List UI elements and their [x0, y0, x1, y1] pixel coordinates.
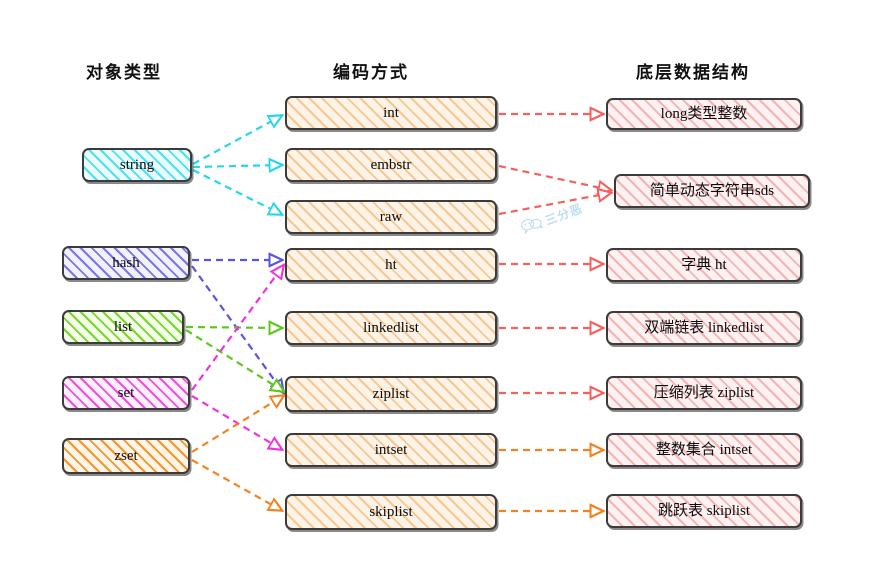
object-type-node-label: set [117, 384, 135, 401]
structure-node-dict-ht[interactable]: 字典 ht [606, 248, 802, 282]
object-type-node-label: string [119, 156, 155, 173]
edge-string-raw [192, 169, 281, 214]
edge-set-intset [191, 395, 281, 449]
edge-set-ht [191, 266, 283, 391]
edge-hash-ziplist [191, 265, 283, 392]
structure-node-label: 跳跃表 skiplist [657, 502, 751, 519]
structure-node-sds[interactable]: 简单动态字符串sds [614, 174, 810, 208]
structure-node-label: long类型整数 [660, 105, 748, 122]
structure-node-label: 字典 ht [681, 256, 727, 273]
edge-zset-skiplist [191, 459, 281, 510]
edge-raw-sds [498, 193, 610, 216]
object-type-node-label: list [113, 318, 133, 335]
object-type-node-zset[interactable]: zset [62, 438, 190, 474]
structure-node-skiplist-ds[interactable]: 跳跃表 skiplist [606, 494, 802, 528]
structure-node-ziplist-ds[interactable]: 压缩列表 ziplist [606, 376, 802, 410]
edge-list-ziplist [185, 329, 283, 391]
encoding-node-label: skiplist [369, 503, 413, 520]
encoding-node-label: embstr [370, 156, 412, 173]
encoding-node-skiplist[interactable]: skiplist [285, 494, 497, 530]
encoding-node-label: ht [385, 256, 397, 273]
encoding-node-ziplist[interactable]: ziplist [285, 376, 497, 412]
structure-node-linkedlist-ds[interactable]: 双端链表 linkedlist [606, 311, 802, 345]
watermark-text: 三分恶 [543, 201, 585, 228]
object-type-node-string[interactable]: string [82, 148, 192, 182]
column-header-object-type: 对象类型 [86, 63, 162, 82]
edge-string-embstr [192, 165, 281, 167]
encoding-node-raw[interactable]: raw [285, 200, 497, 234]
object-type-node-hash[interactable]: hash [62, 246, 190, 280]
encoding-node-label: ziplist [372, 385, 410, 402]
structure-node-intset-ds[interactable]: 整数集合 intset [606, 433, 802, 467]
encoding-node-label: int [383, 104, 399, 121]
encoding-node-intset[interactable]: intset [285, 433, 497, 467]
encoding-node-label: linkedlist [363, 319, 419, 336]
structure-node-label: 整数集合 intset [655, 441, 753, 458]
encoding-node-embstr[interactable]: embstr [285, 148, 497, 182]
column-header-encoding: 编码方式 [333, 63, 409, 82]
edge-string-int [192, 116, 281, 165]
structure-node-label: 双端链表 linkedlist [644, 319, 764, 336]
encoding-node-int[interactable]: int [285, 96, 497, 130]
encoding-node-linkedlist[interactable]: linkedlist [285, 311, 497, 345]
object-type-node-list[interactable]: list [62, 310, 184, 344]
encoding-node-ht[interactable]: ht [285, 248, 497, 282]
wechat-icon [519, 214, 545, 237]
object-type-node-label: hash [112, 254, 140, 271]
edge-zset-ziplist [191, 396, 283, 453]
structure-node-label: 压缩列表 ziplist [653, 384, 755, 401]
encoding-node-label: raw [379, 208, 403, 225]
edge-list-linkedlist [185, 327, 281, 328]
column-header-data-structure: 底层数据结构 [636, 63, 750, 82]
object-type-node-label: zset [114, 447, 138, 464]
structure-node-long-int[interactable]: long类型整数 [606, 98, 802, 130]
object-type-node-set[interactable]: set [62, 376, 190, 410]
structure-node-label: 简单动态字符串sds [649, 182, 775, 199]
edge-embstr-sds [498, 164, 610, 190]
encoding-node-label: intset [374, 441, 408, 458]
watermark: 三分恶 [519, 200, 585, 238]
